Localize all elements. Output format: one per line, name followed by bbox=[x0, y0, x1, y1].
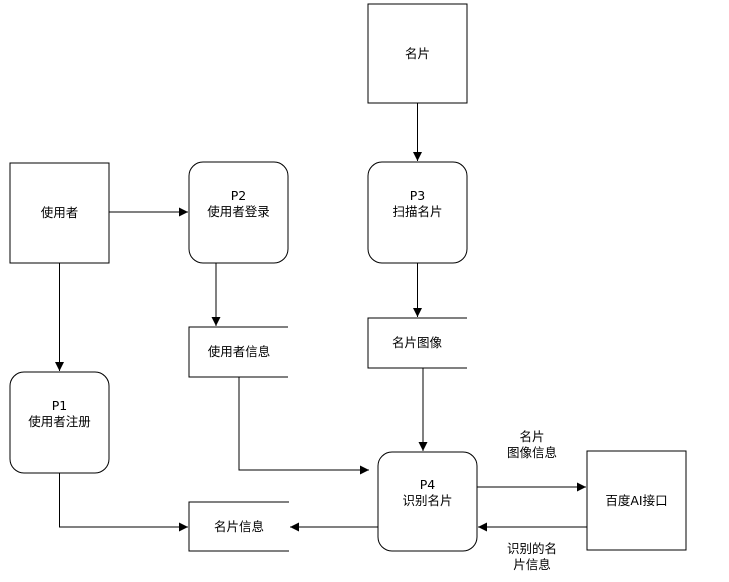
store-card-image-label: 名片图像 bbox=[392, 335, 443, 350]
flow-p1-to-card-info bbox=[59, 473, 188, 532]
process-p4: P4 识别名片 bbox=[377, 451, 478, 552]
process-p1-label: 使用者注册 bbox=[28, 414, 91, 429]
process-p4-label: 识别名片 bbox=[402, 493, 452, 508]
process-p3-label: 扫描名片 bbox=[392, 204, 442, 219]
store-card-info-label: 名片信息 bbox=[214, 519, 264, 534]
process-p2-id: P2 bbox=[231, 188, 247, 203]
card-source-entity: 名片 bbox=[367, 3, 468, 104]
store-user-info: 使用者信息 bbox=[188, 326, 288, 378]
process-p3-id: P3 bbox=[410, 188, 426, 203]
flow-label-to-ai-2: 图像信息 bbox=[507, 445, 557, 460]
process-p1-id: P1 bbox=[52, 398, 68, 413]
flow-lines bbox=[55, 103, 587, 532]
flow-label-to-ai-1: 名片 bbox=[519, 429, 544, 444]
store-card-image: 名片图像 bbox=[367, 317, 467, 369]
flow-label-from-ai-2: 片信息 bbox=[513, 557, 551, 572]
process-p2-label: 使用者登录 bbox=[207, 204, 270, 219]
baidu-ai-label: 百度AI接口 bbox=[605, 493, 667, 508]
baidu-ai-entity: 百度AI接口 bbox=[586, 450, 687, 551]
flow-user-info-to-p4 bbox=[238, 377, 369, 475]
process-p4-id: P4 bbox=[420, 477, 436, 492]
user-entity-label: 使用者 bbox=[41, 205, 79, 220]
process-p2: P2 使用者登录 bbox=[188, 161, 289, 264]
store-card-info: 名片信息 bbox=[188, 501, 289, 552]
process-p1: P1 使用者注册 bbox=[9, 371, 110, 474]
card-source-label: 名片 bbox=[405, 46, 430, 61]
user-entity: 使用者 bbox=[9, 162, 110, 264]
store-user-info-label: 使用者信息 bbox=[208, 344, 271, 359]
flow-label-from-ai-1: 识别的名 bbox=[507, 541, 557, 556]
process-p3: P3 扫描名片 bbox=[367, 161, 468, 264]
